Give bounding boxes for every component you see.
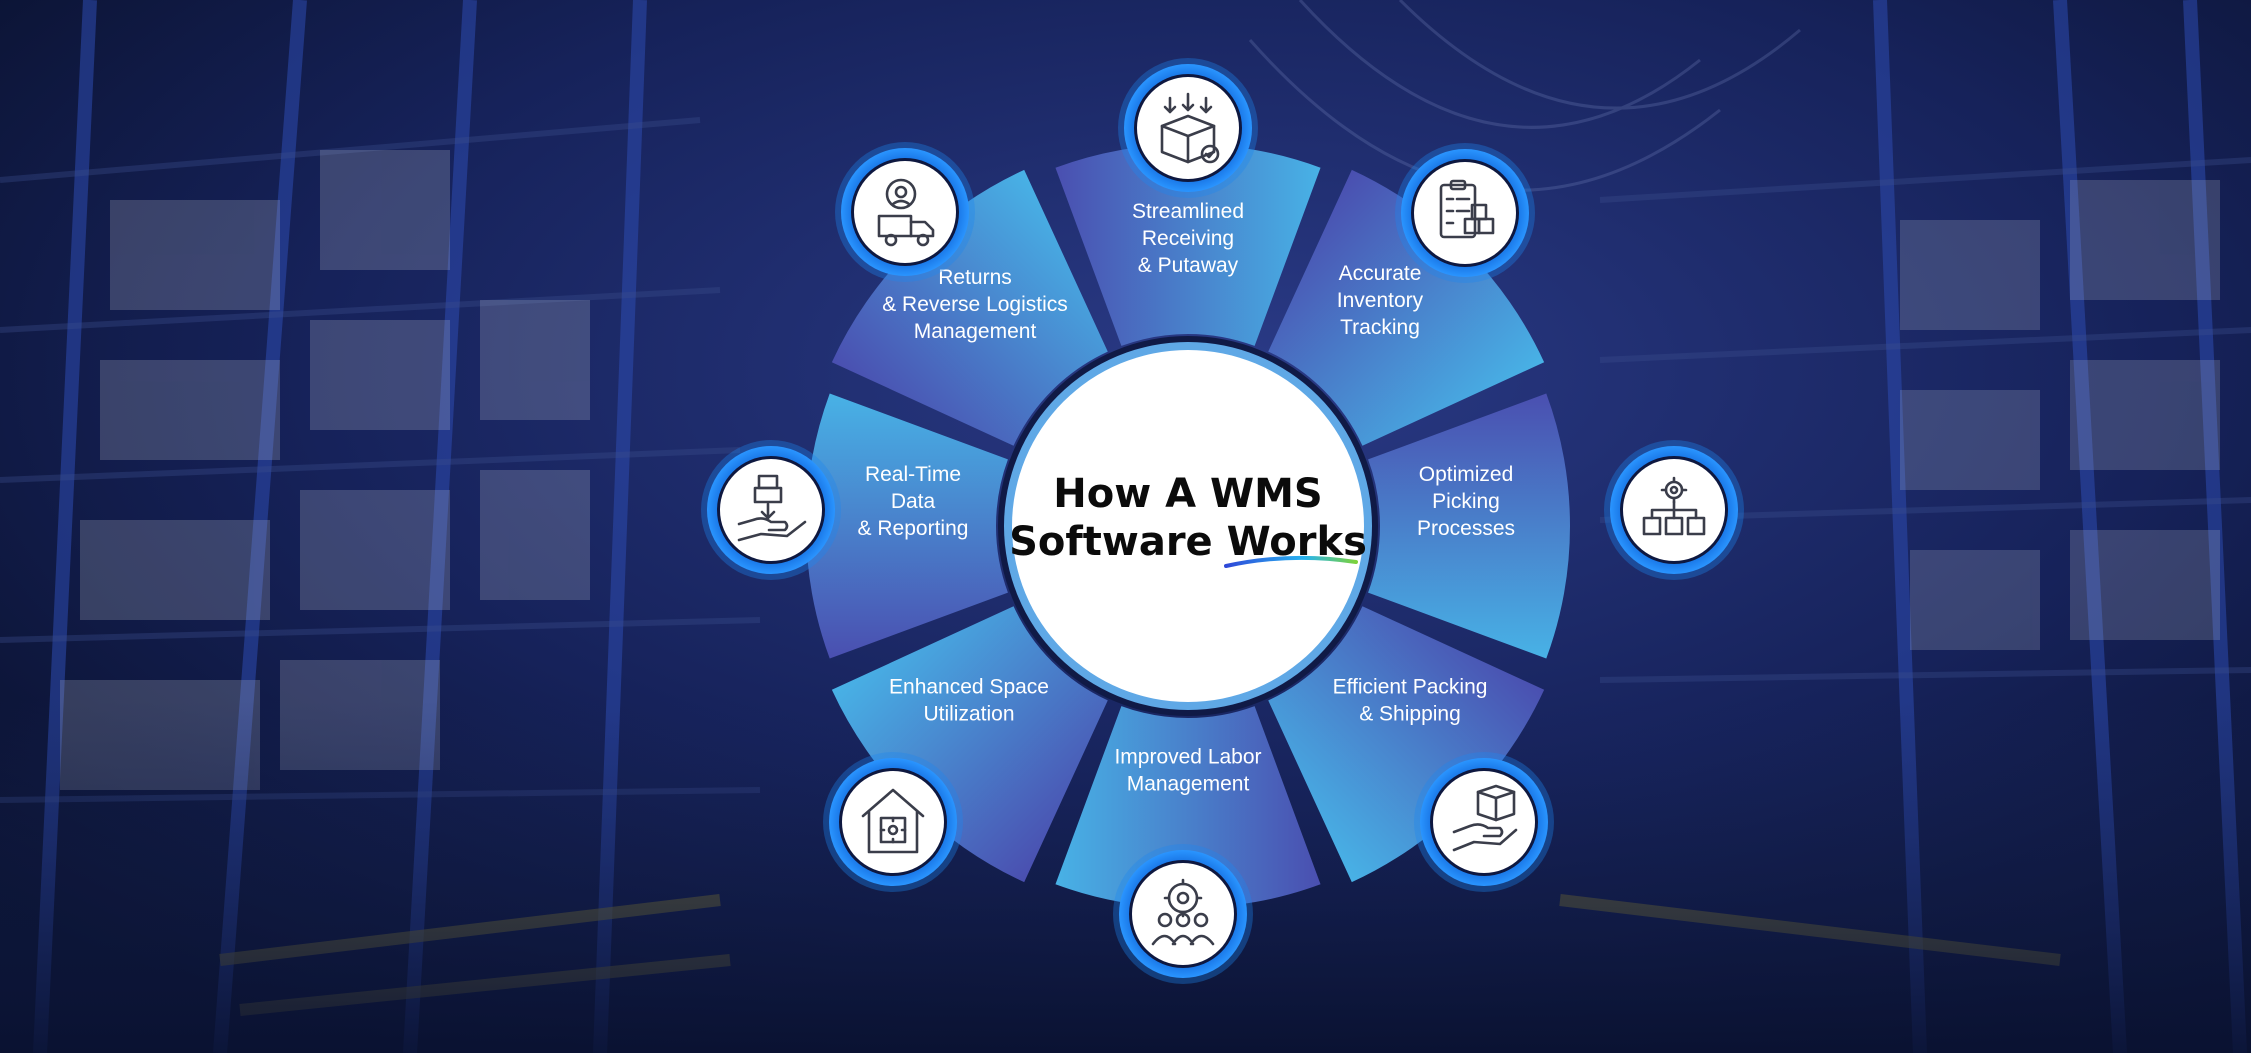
segment-label-line: Management [914,320,1037,343]
segment-label-line: Streamlined [1132,200,1244,223]
segment-wedge [806,393,1008,659]
clipboard-inventory-icon [1395,143,1535,283]
segment-label-line: Returns [938,266,1012,289]
segment-label-line: Processes [1417,517,1515,540]
segment-wedge [831,606,1108,883]
segment-label-line: Picking [1432,490,1500,513]
segment-label-line: & Shipping [1359,703,1461,726]
title-underline-swoosh [1224,555,1358,568]
segment-wedge [1368,393,1571,659]
warehouse-icon [823,752,963,892]
segment-label-line: Data [891,490,936,513]
segment-label-line: Management [1127,773,1250,796]
segment-label-line: Utilization [923,703,1014,726]
box-receiving-icon [1118,58,1258,198]
center-title-line1: How A WMS [1053,471,1322,517]
gear-boxes-icon [1604,440,1744,580]
segment-label-line: Inventory [1337,289,1424,312]
segment-label-line: Receiving [1142,227,1234,250]
segment-label-line: & Putaway [1138,254,1239,277]
segment-label-line: Real-Time [865,463,961,486]
segment-wedge [1268,606,1545,883]
team-gear-icon [1113,844,1253,984]
hand-boxes-icon [701,440,841,580]
truck-gear-icon [835,142,975,282]
segment-label-line: Efficient Packing [1333,676,1488,699]
segment-label-line: Improved Labor [1114,746,1261,769]
center-hub: How A WMS Software Works [998,336,1378,716]
segment-label-line: Tracking [1340,316,1420,339]
segment-label-line: Enhanced Space [889,676,1049,699]
segment-label-line: & Reverse Logistics [882,293,1068,316]
icon-badges [701,58,1744,984]
segment-wedge [831,169,1108,446]
segment-wedge [1268,169,1545,446]
segment-label-line: Accurate [1339,262,1422,285]
wheel-segments [806,144,1571,909]
segment-label: Efficient Packing & Shipping [1333,676,1488,726]
hub-disc [1012,350,1364,702]
segment-label-line: Optimized [1419,463,1514,486]
hand-package-icon [1414,752,1554,892]
segment-label-line: & Reporting [858,517,969,540]
segment-wedge [1055,144,1321,346]
segment-wedge [1055,706,1321,909]
